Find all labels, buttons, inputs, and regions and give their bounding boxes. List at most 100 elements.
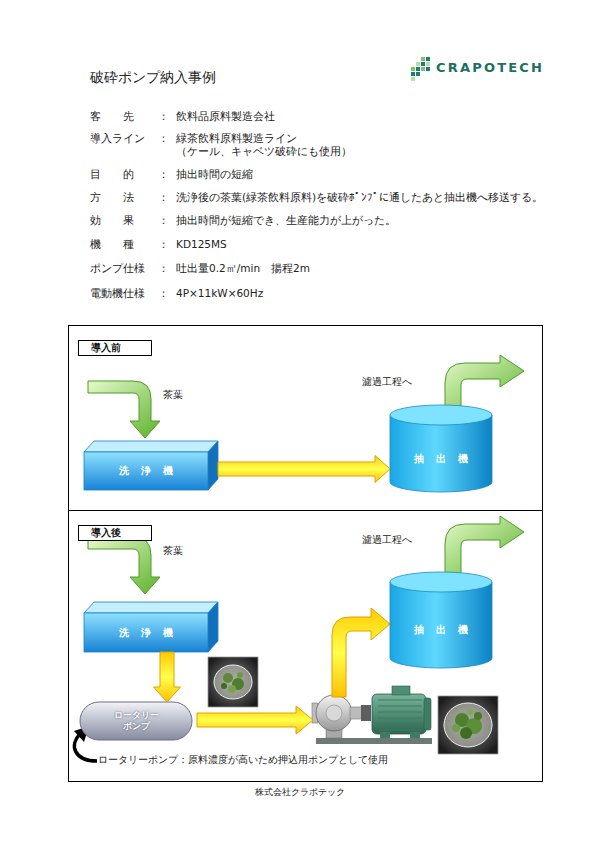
crushing-pump [316, 738, 432, 744]
extractor-tank: 抽 出 機 [390, 405, 492, 492]
crushing-pump [378, 724, 422, 725]
transfer-arrow [332, 608, 390, 697]
logo-mark [416, 67, 420, 71]
photo-after-crushing [452, 724, 460, 732]
node-label-area: 洗 浄 機 [84, 452, 208, 490]
field-name: 方 法 [90, 191, 134, 204]
logo-mark [411, 67, 415, 71]
node-label: ロータリー ポンプ [110, 710, 162, 733]
tank-body [390, 415, 492, 492]
logo-text: CRAPOTECH [436, 60, 544, 76]
tank-top [390, 405, 492, 425]
field-value: 吐出量0.2㎥/min 揚程2m [176, 262, 310, 275]
field-colon: ： [158, 110, 169, 123]
flow-arrow [154, 652, 181, 702]
process-section: 洗 浄 機抽 出 機導入前 [68, 325, 543, 511]
logo-mark [421, 67, 425, 71]
field-value: 緑茶飲料原料製造ライン [176, 132, 297, 145]
crushing-pump [378, 706, 422, 707]
transfer-arrow [197, 706, 313, 734]
photo-before-crushing [208, 657, 258, 707]
crushing-pump [378, 730, 422, 731]
extractor-tank: 抽 出 機 [390, 572, 492, 668]
photo-before-crushing [208, 657, 258, 707]
washer-box: 洗 浄 機 [84, 602, 218, 652]
logo-mark [416, 62, 420, 66]
field-value: 抽出時間の短縮 [176, 168, 253, 181]
box-front [84, 613, 208, 652]
photo-after-crushing [467, 709, 473, 715]
crushing-pump [378, 700, 422, 730]
box-side [208, 602, 218, 652]
field-value: KD125MS [176, 238, 227, 251]
crushing-pump [378, 718, 422, 719]
rotary-pump: ロータリー ポンプ [80, 702, 192, 740]
crushing-pump [361, 705, 371, 721]
crushing-pump [326, 705, 342, 721]
section-heading: 導入後 [78, 525, 152, 541]
tank-body [390, 582, 492, 668]
node-outline [390, 405, 492, 492]
photo-after-crushing [438, 696, 498, 754]
input-arrow [88, 537, 160, 594]
photo-before-crushing [228, 685, 236, 693]
photo-after-crushing [460, 727, 472, 739]
crushing-pump [372, 694, 426, 734]
photo-after-crushing [444, 703, 492, 747]
destination-label: 濾過工程へ [362, 534, 412, 546]
field-colon: ： [158, 262, 169, 275]
node-label: 洗 浄 機 [119, 626, 174, 640]
crushing-pump [378, 712, 422, 713]
node-label-area: 抽 出 機 [390, 425, 492, 492]
field-name: ポンプ仕様 [90, 262, 145, 275]
field-value: 4P×11kW×60Hz [176, 287, 263, 300]
photo-before-crushing [221, 683, 227, 689]
field-colon: ： [158, 287, 169, 300]
field-name: 導入ライン [90, 132, 145, 145]
flow-arrow [218, 456, 390, 483]
transfer-arrow [197, 608, 390, 734]
material-label: 茶葉 [163, 545, 183, 557]
field-colon: ： [158, 238, 169, 251]
tank-top [390, 572, 492, 592]
page-title: 破砕ポンプ納入事例 [90, 69, 216, 86]
crushing-pump [424, 698, 431, 730]
field-colon: ： [158, 191, 169, 204]
crushing-pump [350, 707, 362, 719]
field-colon: ： [158, 214, 169, 227]
photo-before-crushing [223, 673, 233, 683]
field-name: 目 的 [90, 168, 134, 181]
output-arrow [445, 516, 524, 575]
photo-before-crushing [214, 665, 252, 699]
washer-box: 洗 浄 機 [84, 441, 218, 490]
crushing-pump [410, 732, 420, 738]
field-name: 機 種 [90, 238, 134, 251]
crushing-pump [380, 732, 390, 738]
node-label: 抽 出 機 [414, 452, 469, 466]
logo-mark [411, 72, 415, 76]
photo-before-crushing [237, 672, 243, 678]
logo-mark [426, 57, 430, 61]
field-colon: ： [158, 132, 169, 145]
logo-mark [426, 67, 430, 71]
photo-after-crushing [438, 696, 498, 754]
input-arrow [88, 381, 160, 438]
node-label-area: 洗 浄 機 [84, 613, 208, 652]
crushing-pump [316, 695, 352, 731]
logo-mark [421, 62, 425, 66]
crushing-pump [312, 686, 432, 744]
field-value: 抽出時間が短縮でき、生産能力が上がった。 [176, 214, 396, 227]
box-top [84, 602, 218, 613]
node-label-area: 抽 出 機 [390, 592, 492, 668]
pump-capsule [80, 702, 192, 740]
field-value: 飲料品原料製造会社 [176, 110, 275, 123]
field-value: （ケール、キャベツ破砕にも使用） [176, 145, 352, 158]
logo-mark [426, 62, 430, 66]
crushing-pump [392, 686, 410, 695]
logo-mark [416, 72, 420, 76]
field-name: 客 先 [90, 110, 134, 123]
process-section: 洗 浄 機ロータリー ポンプ 抽 出 機 導入後 [68, 510, 543, 782]
photo-after-crushing [474, 712, 482, 720]
node-label: 洗 浄 機 [119, 464, 174, 478]
company-footer: 株式会社クラポテック [0, 787, 595, 798]
